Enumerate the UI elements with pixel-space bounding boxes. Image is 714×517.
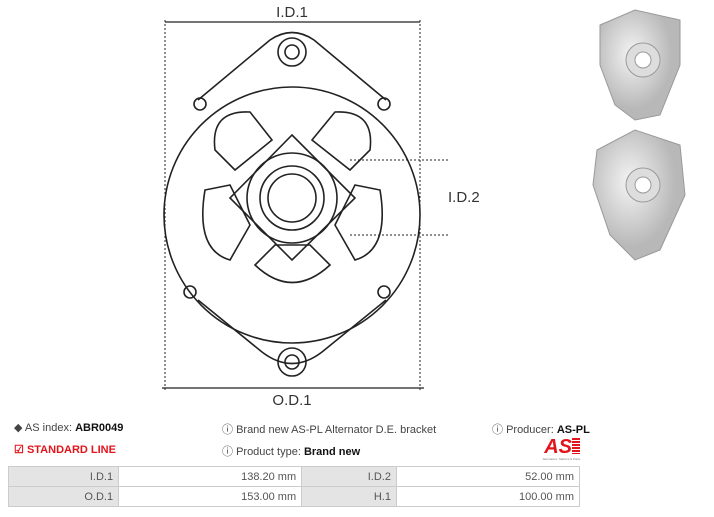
- description: ⓘ Brand new AS-PL Alternator D.E. bracke…: [222, 424, 437, 436]
- producer: ⓘ Producer: AS-PL: [492, 424, 590, 436]
- product-photos[interactable]: [585, 5, 695, 265]
- info-circle-icon: ⓘ: [492, 424, 503, 436]
- info-circle-icon: ⓘ: [222, 446, 233, 458]
- as-pl-logo: AS Alternators, Starters & Parts: [542, 436, 580, 461]
- info-circle-icon: ⓘ: [222, 424, 233, 436]
- technical-drawing: I.D.1 O.D.1: [162, 4, 450, 409]
- dim-od1-label: O.D.1: [272, 392, 311, 409]
- specs-table: I.D.1 138.20 mm I.D.2 52.00 mm O.D.1 153…: [7, 466, 581, 507]
- table-row: O.D.1 153.00 mm H.1 100.00 mm: [7, 486, 581, 507]
- table-row: I.D.1 138.20 mm I.D.2 52.00 mm: [7, 466, 581, 487]
- dim-id2-label: I.D.2: [448, 189, 480, 206]
- dim-id1-label: I.D.1: [276, 4, 308, 21]
- product-type: ⓘ Product type: Brand new: [222, 446, 361, 458]
- check-square-icon: ☑: [14, 444, 24, 456]
- tags-icon: ◆: [14, 422, 23, 434]
- standard-line-badge: ☑ STANDARD LINE: [14, 444, 116, 456]
- dim-id2: I.D.2: [448, 189, 480, 206]
- as-index: ◆ AS index: ABR0049: [14, 422, 124, 434]
